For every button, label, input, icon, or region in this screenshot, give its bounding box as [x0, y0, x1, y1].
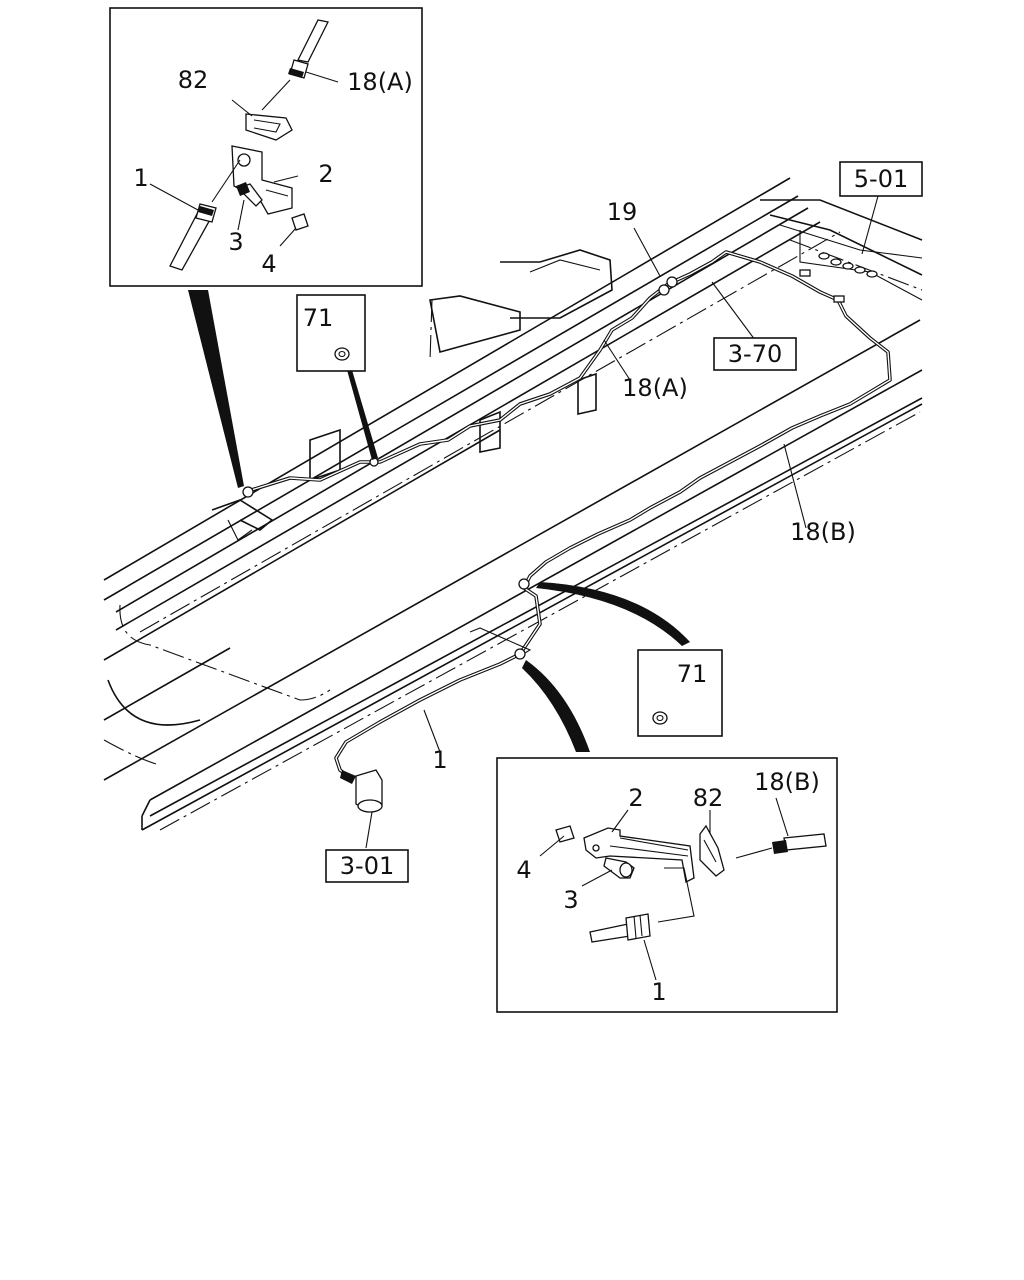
label-18b-bottom: 18(B) — [754, 768, 820, 796]
ref-box-5-01[interactable]: 5-01 — [839, 161, 923, 197]
callout-71-bottom: 71 — [637, 649, 723, 737]
callout-arrows — [188, 290, 690, 752]
label-3-top: 3 — [228, 228, 243, 256]
label-1-bottom: 1 — [651, 978, 666, 1006]
brake-pipe-18a — [244, 250, 839, 494]
ref-5-01-text: 5-01 — [854, 165, 908, 193]
label-1-main: 1 — [432, 746, 447, 774]
grommet-icon — [652, 711, 668, 725]
label-2-top: 2 — [318, 160, 333, 188]
brake-pipe-18b — [522, 299, 892, 589]
label-18a-top: 18(A) — [347, 68, 413, 96]
wheel-cylinder — [340, 769, 383, 813]
label-1-top: 1 — [133, 164, 148, 192]
pipe-clips — [242, 269, 845, 660]
label-71-bottom: 71 — [677, 660, 708, 688]
callout-71-top: 71 — [296, 294, 366, 372]
ref-box-3-01[interactable]: 3-01 — [325, 849, 409, 883]
ref-3-70-text: 3-70 — [728, 340, 782, 368]
ref-box-3-70[interactable]: 3-70 — [713, 337, 797, 371]
label-82-top: 82 — [178, 66, 209, 94]
grommet-icon — [334, 347, 350, 361]
label-18a-main: 18(A) — [622, 374, 688, 402]
label-3-bottom: 3 — [563, 886, 578, 914]
label-19: 19 — [607, 198, 638, 226]
label-82-bottom: 82 — [693, 784, 724, 812]
label-4-bottom: 4 — [516, 856, 531, 884]
inset-bottom: 2 82 18(B) 4 3 1 — [496, 757, 838, 1013]
label-71-top: 71 — [303, 304, 334, 332]
label-18b-main: 18(B) — [790, 518, 856, 546]
inset-top: 82 18(A) 1 2 3 4 — [109, 7, 423, 287]
label-4-top: 4 — [261, 250, 276, 278]
chassis-frame — [103, 177, 923, 831]
label-2-bottom: 2 — [628, 784, 643, 812]
ref-3-01-text: 3-01 — [340, 852, 394, 880]
